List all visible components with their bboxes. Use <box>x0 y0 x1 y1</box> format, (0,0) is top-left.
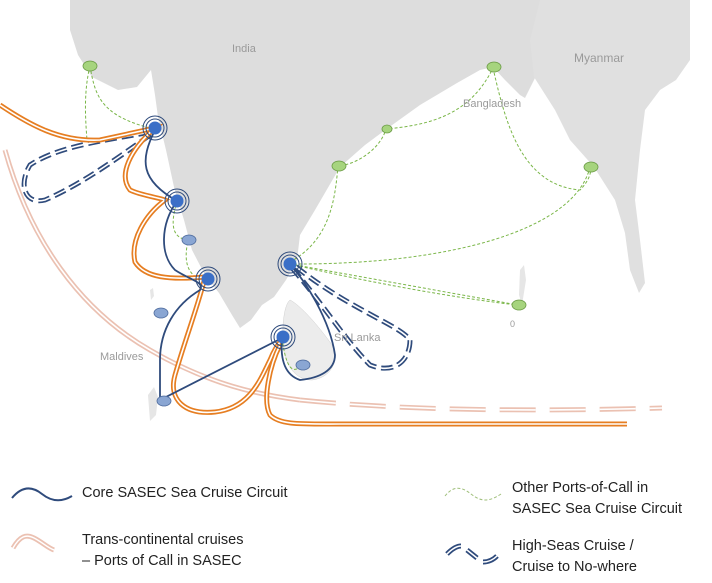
secondary-port[interactable] <box>295 359 311 371</box>
label-bangladesh: Bangladesh <box>463 98 521 110</box>
label-sri-lanka: Sri Lanka <box>334 332 381 344</box>
other-port[interactable] <box>511 299 527 311</box>
legend-core-label: Core SASEC Sea Cruise Circuit <box>82 485 288 501</box>
other-port[interactable] <box>331 160 347 172</box>
label-myanmar: Myanmar <box>574 51 624 65</box>
secondary-port[interactable] <box>181 234 197 246</box>
port-colombo[interactable] <box>270 324 296 350</box>
legend-highseas-line2: Cruise to No-where <box>512 559 637 575</box>
label-india: India <box>232 43 257 55</box>
port-kochi[interactable] <box>195 266 221 292</box>
other-port[interactable] <box>583 161 599 173</box>
trans-continental-legend-icon <box>10 533 55 553</box>
core-route <box>144 129 336 402</box>
legend-trans-line2: – Ports of Call in SASEC <box>82 553 242 569</box>
core-route-legend-icon <box>11 487 73 502</box>
legend-trans-label: Trans-continental cruises – Ports of Cal… <box>82 530 243 572</box>
main-ports <box>142 115 303 350</box>
sasec-cruise-map: India Myanmar Bangladesh Sri Lanka Maldi… <box>0 0 690 427</box>
high-seas-routes <box>21 129 413 371</box>
secondary-ports <box>153 234 311 407</box>
secondary-port[interactable] <box>156 395 172 407</box>
secondary-port[interactable] <box>153 307 169 319</box>
port-chennai[interactable] <box>277 251 303 277</box>
other-ports <box>82 60 599 311</box>
trans-continental-routes <box>0 102 627 427</box>
other-port[interactable] <box>381 124 393 134</box>
legend-trans-line1: Trans-continental cruises <box>82 532 244 548</box>
label-maldives: Maldives <box>100 351 144 363</box>
port-goa[interactable] <box>164 188 190 214</box>
label-zero: 0 <box>510 319 515 329</box>
high-seas-legend-icon <box>445 543 499 565</box>
port-mumbai[interactable] <box>142 115 168 141</box>
land-myanmar <box>530 0 690 293</box>
other-ports-legend-icon <box>444 487 502 501</box>
legend-other-line1: Other Ports-of-Call in <box>512 480 649 496</box>
other-port[interactable] <box>82 60 98 72</box>
other-port[interactable] <box>486 61 502 73</box>
legend-highseas-line1: High-Seas Cruise / <box>512 538 634 554</box>
legend-other-label: Other Ports-of-Call in SASEC Sea Cruise … <box>512 478 682 520</box>
legend-highseas-label: High-Seas Cruise / Cruise to No-where <box>512 536 637 578</box>
legend-other-line2: SASEC Sea Cruise Circuit <box>512 501 683 517</box>
land-india <box>70 0 548 328</box>
